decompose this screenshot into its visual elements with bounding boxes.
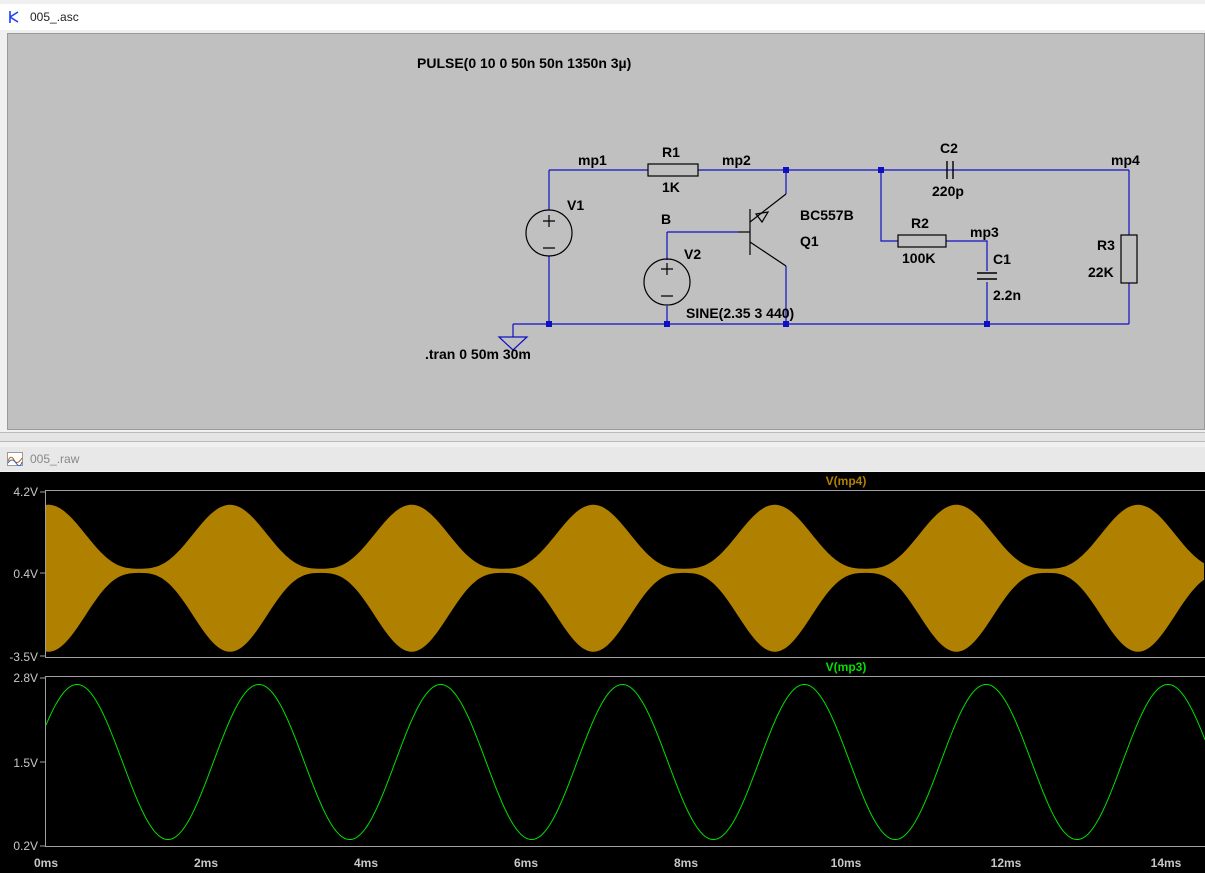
pane2-ytick: 0.2V [13, 839, 38, 853]
pane1-frame [45, 490, 1205, 658]
vmp3-trace[interactable] [45, 684, 1205, 840]
transistor-q1[interactable] [738, 193, 787, 267]
xtick: 4ms [354, 856, 378, 870]
xtick: 8ms [674, 856, 698, 870]
waveform-viewer-icon [6, 450, 24, 468]
window-splitter[interactable] [0, 432, 1205, 442]
tran-directive[interactable]: .tran 0 50m 30m [425, 346, 531, 362]
q1-name: Q1 [800, 233, 819, 249]
v2-name: V2 [684, 246, 701, 262]
waveform-plot-area[interactable]: V(mp4) V(mp3) 4.2V 0.4V -3.5V 2.8V 1.5V … [0, 472, 1205, 873]
pane1-ytick: -3.5V [9, 650, 38, 664]
net-label-mp2: mp2 [722, 152, 751, 168]
q1-model: BC557B [800, 207, 854, 223]
r2-name: R2 [911, 215, 929, 231]
net-label-mp4: mp4 [1111, 152, 1140, 168]
resistor-r2[interactable] [897, 234, 947, 248]
xtick: 14ms [1151, 856, 1182, 870]
c2-name: C2 [940, 140, 958, 156]
net-label-mp3: mp3 [970, 224, 999, 240]
c1-name: C1 [993, 251, 1011, 267]
net-label-b: B [661, 211, 671, 227]
xtick: 0ms [34, 856, 58, 870]
wires [512, 169, 1130, 337]
waveform-window-titlebar[interactable]: 005_.raw [0, 447, 1205, 471]
capacitor-c2[interactable] [946, 161, 954, 179]
voltage-source-v1[interactable] [525, 209, 573, 257]
c1-value: 2.2n [993, 287, 1021, 303]
junction-dots [546, 167, 990, 327]
resistor-r1[interactable] [647, 163, 699, 177]
pane2-ytick: 1.5V [13, 756, 38, 770]
net-label-mp1: mp1 [578, 152, 607, 168]
pane1-trace-label[interactable]: V(mp4) [826, 474, 867, 488]
r3-name: R3 [1097, 237, 1115, 253]
pane1-ytick: 0.4V [13, 567, 38, 581]
ltspice-schematic-icon [6, 8, 24, 26]
r2-value: 100K [902, 250, 935, 266]
pane2-ytick: 2.8V [13, 671, 38, 685]
v1-name: V1 [567, 197, 584, 213]
pulse-spec-label: PULSE(0 10 0 50n 50n 1350n 3µ) [417, 55, 631, 71]
vmp4-trace[interactable] [46, 504, 1204, 652]
r1-name: R1 [662, 144, 680, 160]
r3-value: 22K [1088, 264, 1114, 280]
schematic-window-title: 005_.asc [30, 10, 79, 24]
xtick: 6ms [514, 856, 538, 870]
vmp4-envelope[interactable] [46, 504, 1204, 652]
xtick: 12ms [991, 856, 1022, 870]
v2-value: SINE(2.35 3 440) [686, 305, 794, 321]
waveform-window-title: 005_.raw [30, 452, 80, 466]
r1-value: 1K [662, 179, 680, 195]
xtick: 2ms [194, 856, 218, 870]
xtick: 10ms [831, 856, 862, 870]
schematic-window-titlebar[interactable]: 005_.asc [0, 4, 1205, 30]
pane1-ytick: 4.2V [13, 485, 38, 499]
pane2-trace-label[interactable]: V(mp3) [826, 660, 867, 674]
resistor-r3[interactable] [1120, 234, 1138, 284]
schematic-canvas[interactable]: PULSE(0 10 0 50n 50n 1350n 3µ) .tran 0 5… [7, 33, 1205, 430]
voltage-source-v2[interactable] [643, 258, 691, 306]
capacitor-c1[interactable] [977, 272, 997, 280]
c2-value: 220p [932, 183, 964, 199]
ground-symbol [497, 336, 529, 351]
